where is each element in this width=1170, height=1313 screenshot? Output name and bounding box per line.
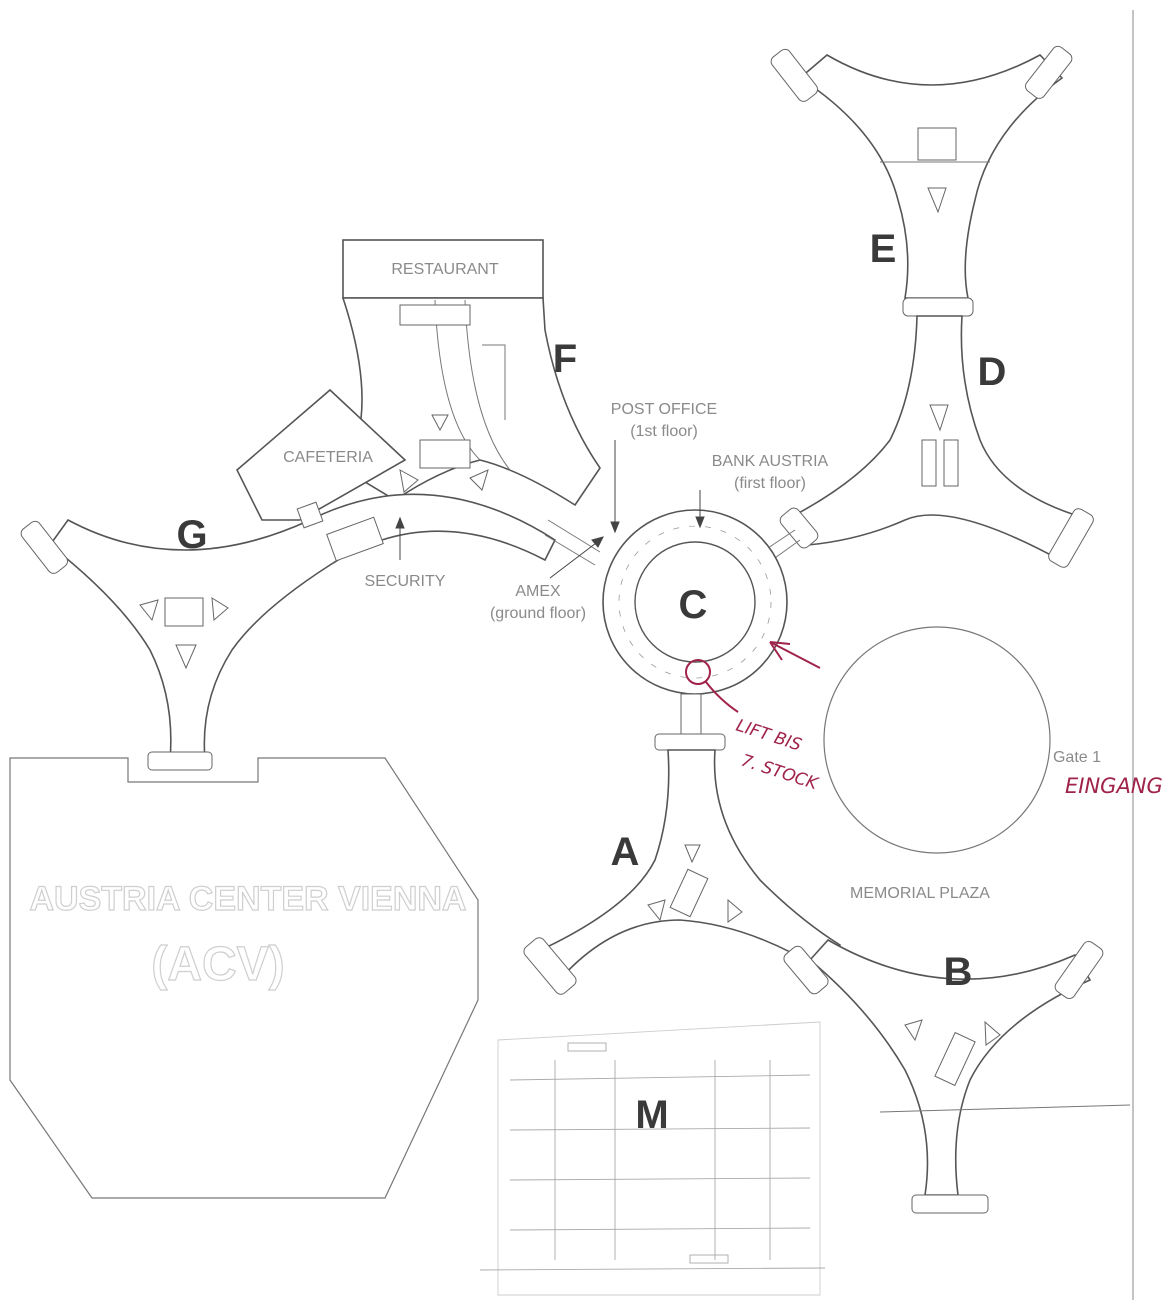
- memorial-plaza-label: MEMORIAL PLAZA: [850, 885, 990, 902]
- building-label-a: A: [611, 830, 640, 874]
- bank-austria-label: BANK AUSTRIA: [712, 453, 829, 470]
- building-label-f: F: [553, 337, 577, 381]
- building-e-outline: [770, 45, 1073, 299]
- acv-name-label: AUSTRIA CENTER VIENNA: [30, 880, 467, 918]
- handwritten-entrance: EINGANG: [1065, 774, 1163, 798]
- bank-austria-floor-label: (first floor): [734, 475, 806, 492]
- plaza-edge-line: [879, 1104, 1131, 1113]
- building-f-outline: [341, 239, 601, 507]
- cafeteria-block: [236, 388, 407, 521]
- building-g-outline: [20, 493, 557, 771]
- building-b-outline: [783, 938, 1104, 1214]
- connector-e-d: [902, 297, 974, 317]
- gate-1-label: Gate 1: [1053, 749, 1101, 766]
- annotation-pointers: [395, 440, 705, 579]
- building-m-outline: [479, 1021, 826, 1296]
- building-label-m: M: [635, 1093, 668, 1137]
- acv-abbr-label: (ACV): [151, 938, 284, 991]
- amex-floor-label: (ground floor): [490, 605, 586, 622]
- building-label-e: E: [870, 227, 897, 271]
- connector-d-c: [767, 529, 801, 561]
- restaurant-label: RESTAURANT: [391, 261, 498, 278]
- amex-label: AMEX: [515, 583, 561, 600]
- handwritten-lift-line2: 7. STOCK: [738, 751, 821, 795]
- building-label-b: B: [944, 950, 973, 994]
- post-office-label: POST OFFICE: [611, 401, 717, 418]
- cafeteria-label: CAFETERIA: [283, 449, 373, 466]
- building-d-outline: [779, 315, 1094, 568]
- building-c-outline: [602, 509, 788, 695]
- building-label-c: C: [679, 583, 708, 627]
- security-label: SECURITY: [365, 573, 446, 590]
- post-office-floor-label: (1st floor): [630, 423, 698, 440]
- acv-building-outline: [9, 757, 479, 1199]
- gate-1-plaza-circle: [823, 626, 1051, 854]
- building-a-outline: [523, 749, 842, 995]
- building-label-d: D: [978, 350, 1007, 394]
- connector-c-a: [680, 693, 702, 735]
- building-label-g: G: [176, 513, 207, 557]
- handwritten-marks: [685, 641, 821, 713]
